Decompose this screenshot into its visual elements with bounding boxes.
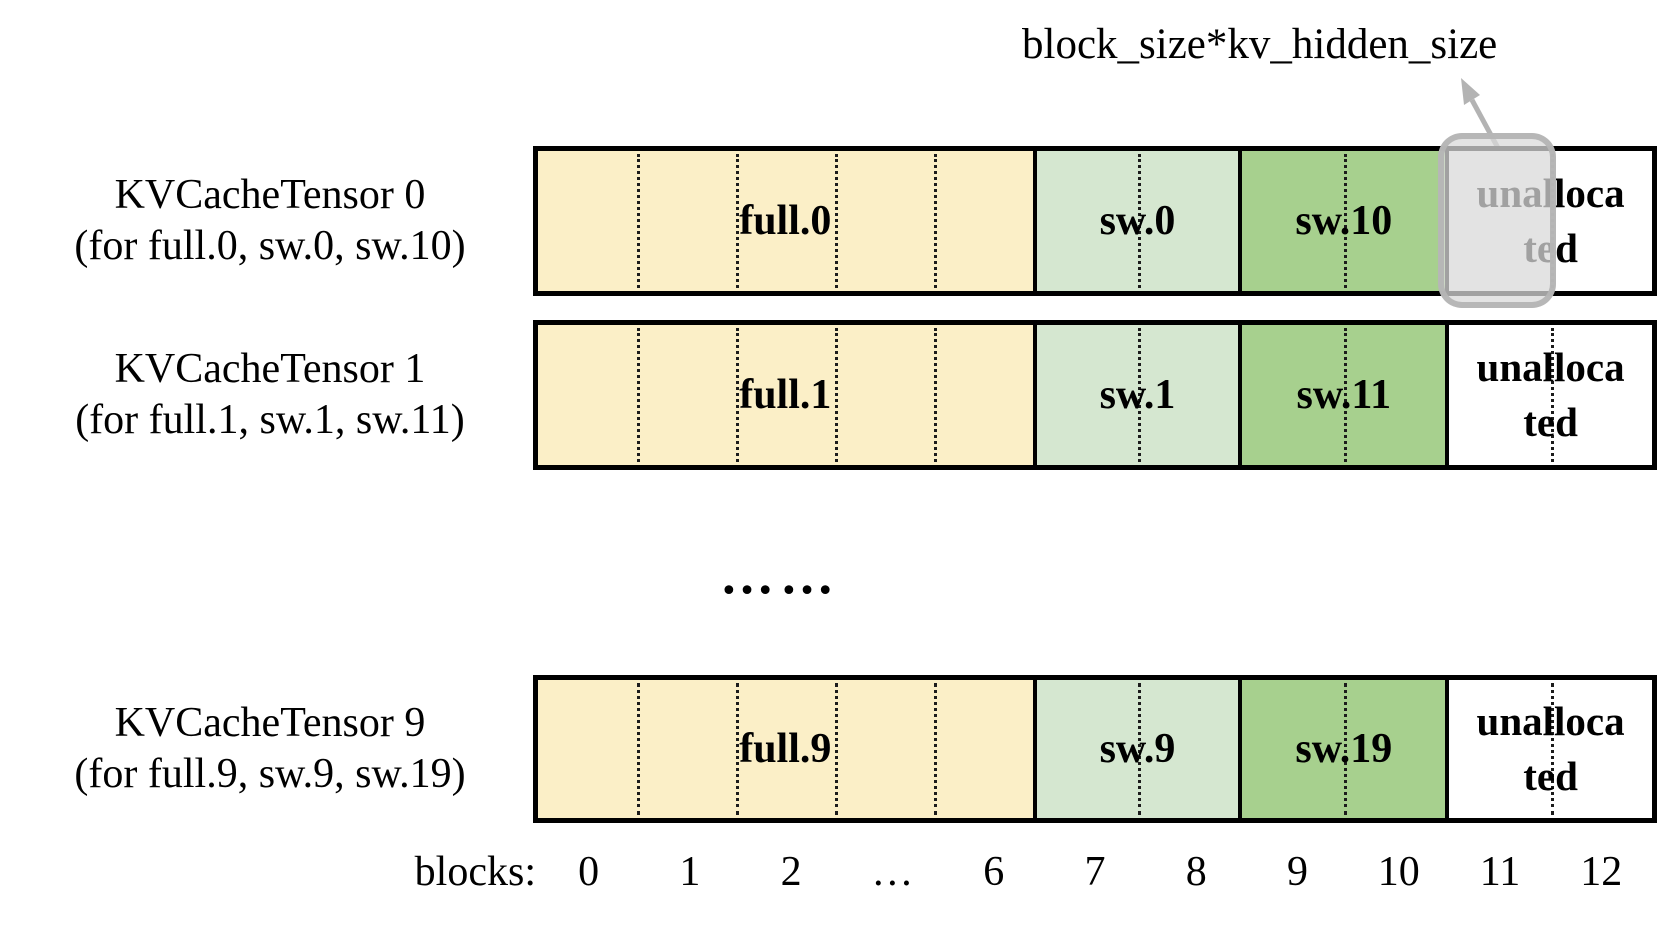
segment-sw-0-label: sw.0: [1099, 198, 1176, 244]
segment-sw-11: sw.11: [1242, 325, 1450, 465]
tensor-row-0: KVCacheTensor 0 (for full.0, sw.0, sw.10…: [0, 146, 1676, 296]
segment-full-1: full.1: [538, 325, 1037, 465]
block-divider: [933, 683, 937, 815]
block-size-annotation: block_size*kv_hidden_size: [1022, 21, 1498, 68]
unallocated-line-2: ted: [1523, 753, 1578, 799]
tensor-row-1-bar: full.1 sw.1 sw.11 unalloca ted: [533, 320, 1657, 470]
block-divider: [834, 328, 838, 462]
block-divider: [1343, 154, 1347, 288]
segment-unallocated-9-label: unalloca ted: [1477, 694, 1625, 805]
tensor-row-0-title: KVCacheTensor 0: [114, 171, 426, 218]
segment-sw-11-label: sw.11: [1296, 372, 1392, 418]
tensor-row-0-subtitle: (for full.0, sw.0, sw.10): [74, 223, 466, 269]
segment-full-0: full.0: [538, 151, 1037, 291]
block-index: 10: [1377, 849, 1420, 895]
block-size-highlight-overlay: [1438, 133, 1556, 308]
tensor-row-9: KVCacheTensor 9 (for full.9, sw.9, sw.19…: [0, 675, 1676, 823]
block-divider: [1343, 328, 1347, 462]
block-index: 6: [983, 849, 1005, 895]
segment-unallocated-1: unalloca ted: [1449, 325, 1652, 465]
unallocated-line-1: unalloca: [1476, 343, 1625, 390]
block-divider: [735, 683, 739, 815]
block-divider: [1343, 683, 1347, 815]
block-divider: [735, 328, 739, 462]
segment-unallocated-9: unalloca ted: [1449, 680, 1652, 818]
block-divider: [1137, 683, 1141, 815]
segment-sw-10-label: sw.10: [1295, 198, 1393, 244]
segment-sw-19-label: sw.19: [1295, 726, 1393, 772]
segment-sw-1: sw.1: [1036, 325, 1243, 465]
tensor-row-0-label: KVCacheTensor 0 (for full.0, sw.0, sw.10…: [15, 146, 525, 296]
block-index: 1: [679, 849, 701, 895]
segment-sw-10: sw.10: [1242, 151, 1450, 291]
block-divider: [636, 154, 640, 288]
unallocated-line-2: ted: [1523, 399, 1578, 445]
block-divider: [933, 154, 937, 288]
block-index: 0: [578, 849, 600, 895]
segment-sw-19: sw.19: [1242, 680, 1450, 818]
segment-sw-9: sw.9: [1036, 680, 1243, 818]
block-divider: [1137, 328, 1141, 462]
block-index: 9: [1286, 849, 1308, 895]
block-divider: [933, 328, 937, 462]
tensor-row-9-subtitle: (for full.9, sw.9, sw.19): [74, 751, 466, 797]
segment-full-0-label: full.0: [739, 198, 832, 244]
block-index: 12: [1580, 849, 1623, 895]
block-divider: [1550, 328, 1554, 462]
blocks-axis-label: blocks:: [414, 849, 536, 895]
segment-sw-1-label: sw.1: [1099, 372, 1176, 418]
segment-sw-9-label: sw.9: [1099, 726, 1176, 772]
unallocated-line-1: unalloca: [1476, 697, 1625, 744]
tensor-row-1: KVCacheTensor 1 (for full.1, sw.1, sw.11…: [0, 320, 1676, 470]
block-index: 8: [1185, 849, 1207, 895]
tensor-row-1-label: KVCacheTensor 1 (for full.1, sw.1, sw.11…: [15, 320, 525, 470]
blocks-axis-ticks: 0 1 2 … 6 7 8 9 10 11 12: [538, 848, 1652, 896]
blocks-axis: blocks: 0 1 2 … 6 7 8 9 10 11 12: [0, 848, 1676, 908]
tensor-row-9-label: KVCacheTensor 9 (for full.9, sw.9, sw.19…: [15, 675, 525, 823]
segment-full-1-label: full.1: [739, 372, 832, 418]
segment-full-9-label: full.9: [739, 726, 832, 772]
segment-unallocated-1-label: unalloca ted: [1477, 340, 1625, 451]
block-divider: [834, 683, 838, 815]
block-divider: [834, 154, 838, 288]
tensor-row-9-bar: full.9 sw.9 sw.19 unalloca ted: [533, 675, 1657, 823]
tensor-row-1-title: KVCacheTensor 1: [114, 345, 426, 392]
segment-sw-0: sw.0: [1036, 151, 1243, 291]
segment-full-9: full.9: [538, 680, 1037, 818]
block-index: 2: [780, 849, 802, 895]
block-index: …: [871, 849, 914, 895]
tensor-row-9-title: KVCacheTensor 9: [114, 699, 426, 746]
tensor-row-1-subtitle: (for full.1, sw.1, sw.11): [75, 397, 465, 443]
block-divider: [636, 683, 640, 815]
block-divider: [735, 154, 739, 288]
block-divider: [1137, 154, 1141, 288]
block-index: 7: [1084, 849, 1106, 895]
rows-ellipsis: ……: [720, 545, 840, 605]
block-divider: [1550, 683, 1554, 815]
block-index: 11: [1479, 849, 1521, 895]
block-divider: [636, 328, 640, 462]
